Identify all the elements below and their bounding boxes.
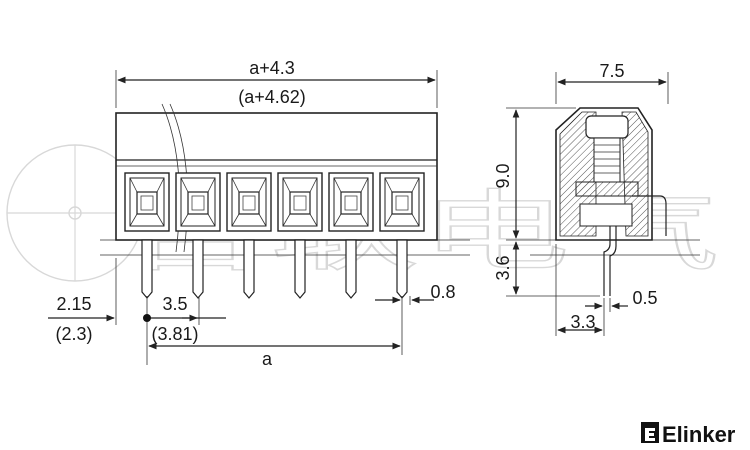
dim-pitch-alt: (3.81)	[151, 324, 198, 344]
dim-height-body: 9.0	[493, 163, 513, 188]
terminal-cell	[328, 172, 374, 232]
dim-pin-span: a	[262, 349, 273, 369]
terminal-cell	[277, 172, 323, 232]
terminal-pin	[294, 239, 306, 299]
terminal-pin	[345, 239, 357, 299]
terminal-pin	[141, 239, 153, 299]
dim-side-pin-offset: 3.3	[570, 312, 595, 332]
brand-name: Elinker	[662, 422, 736, 447]
elinker-logo-icon	[641, 422, 659, 443]
dim-height-pin: 3.6	[493, 255, 513, 280]
dim-pin-width: 0.8	[430, 282, 455, 302]
terminal-cell	[379, 172, 425, 232]
terminal-pin	[243, 239, 255, 299]
terminal-cell	[124, 172, 170, 232]
dim-edge-offset: 2.15	[56, 294, 91, 314]
dim-pitch: 3.5	[162, 294, 187, 314]
terminal-cell	[175, 172, 221, 232]
dim-side-width: 7.5	[599, 61, 624, 81]
brand-logo: Elinker	[641, 422, 736, 447]
dim-origin-dot	[143, 314, 151, 322]
front-view: a+4.3 (a+4.62) 2.15 (2.3) 3.5 (3.81) 0.8…	[48, 58, 470, 369]
dim-edge-offset-alt: (2.3)	[55, 324, 92, 344]
side-view: 7.5 9.0 3.6 3.3 0.5	[493, 61, 700, 336]
terminal-cell	[226, 172, 272, 232]
terminal-pin	[396, 239, 408, 299]
dim-overall-width: a+4.3	[249, 58, 295, 78]
dim-overall-width-alt: (a+4.62)	[238, 87, 306, 107]
dim-side-pin-thickness: 0.5	[632, 288, 657, 308]
terminal-pin	[192, 239, 204, 299]
